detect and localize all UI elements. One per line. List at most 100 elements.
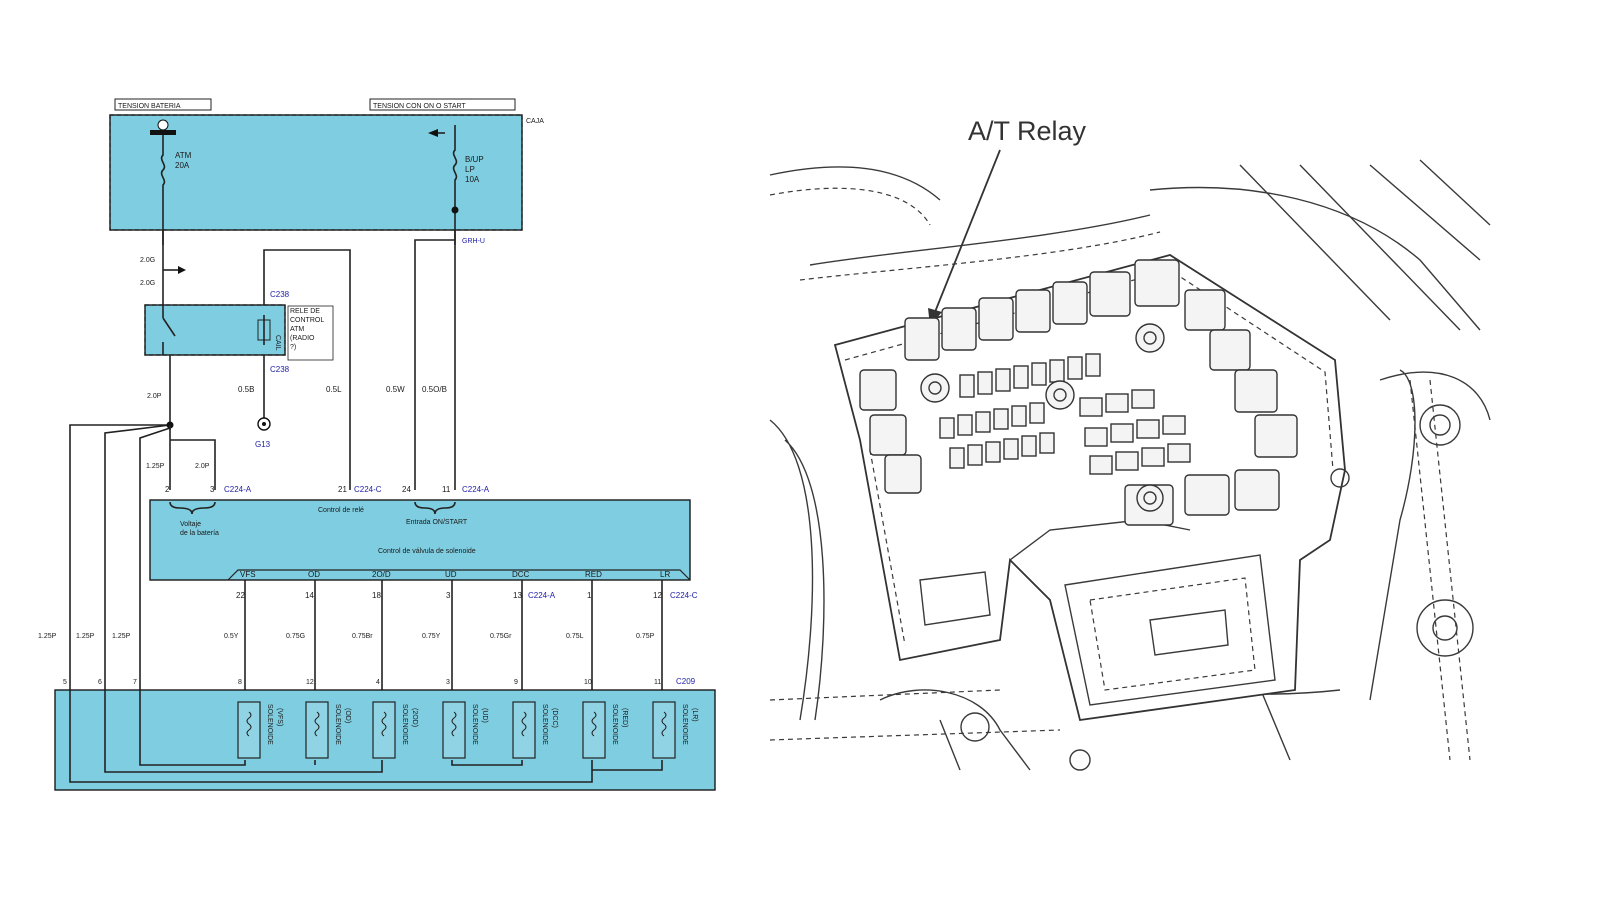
- wire-bottom-9: 0.75L: [566, 633, 584, 640]
- bay-line-7: [1409, 379, 1471, 761]
- fuse-26: [1136, 419, 1160, 439]
- battery-branch-arrow: [178, 266, 186, 274]
- bay-bolt-2: [1419, 404, 1461, 446]
- on-start-brace: [414, 501, 456, 515]
- relay-14: [884, 454, 922, 494]
- wire-mid-5: 0.5O/B: [422, 385, 447, 394]
- pcm-out-conn-a: C224-A: [528, 591, 556, 600]
- fuse-21: [1003, 438, 1019, 460]
- pcm-outputs: VFS OD 2O/D UD DCC RED LR: [240, 570, 670, 579]
- fuse-11: [975, 411, 991, 433]
- solenoid-vfs-code: (VFS): [276, 708, 283, 726]
- fuse-14: [1029, 402, 1045, 424]
- pcm-output-vfs: VFS: [240, 570, 256, 579]
- wire-top-3: GRH-U: [462, 238, 485, 245]
- fuse-2: [977, 371, 993, 395]
- return-bus-1: [69, 690, 593, 783]
- relay-6: [1089, 271, 1131, 317]
- ignition-arrow: [428, 129, 438, 137]
- relay-connector: C238: [270, 290, 290, 299]
- relay-outline: [144, 304, 286, 356]
- solenoid-coil-symbols: [246, 711, 667, 737]
- battery-bus-wire-2: [104, 424, 171, 690]
- wire-bottom-8: 0.75Gr: [490, 633, 512, 640]
- relay-3: [978, 297, 1014, 341]
- battery-terminal: [150, 130, 176, 135]
- wire-mid-4: 0.5W: [386, 385, 405, 394]
- at-relay: [904, 317, 940, 361]
- bay-line-1: [769, 166, 941, 201]
- relay-coil-label: CAIL: [274, 335, 281, 351]
- pcm-pin-bottom-5: 13: [513, 591, 522, 600]
- battery-bus-wire-3: [139, 427, 171, 690]
- relay-13: [869, 414, 907, 456]
- fuse-10: [957, 414, 973, 436]
- terminal-bolt: [1330, 468, 1350, 488]
- ignition-on-start-wire-b: [414, 239, 455, 490]
- battery-label-box: [114, 98, 212, 111]
- pcm-pin-bottom-6: 1: [587, 591, 592, 600]
- solenoid-2od-code: (2OD): [411, 708, 418, 727]
- fuse-12: [993, 408, 1009, 430]
- socket-4-inner: [1143, 491, 1157, 505]
- pcm-output-bracket: [227, 569, 691, 581]
- pcm-right-conn: C224-A: [462, 485, 490, 494]
- vb-pin-6: 4: [376, 679, 380, 686]
- pcm-pin-bottom-1: 22: [236, 591, 245, 600]
- bay-line-11: [879, 689, 1031, 771]
- solenoid-dcc-code: (DCC): [551, 708, 558, 728]
- socket-4: [1136, 484, 1164, 512]
- valve-body-pins: 5 6 7 8 12 4 3 9 10 11: [63, 679, 661, 686]
- solenoid-dcc-name: SOLENOIDE: [541, 704, 548, 745]
- fusebox-clip: [919, 571, 991, 626]
- ignition-label-box: [369, 98, 516, 111]
- pcm-batt-wire-2: [170, 439, 216, 490]
- wire-bottom-1: 1.25P: [38, 633, 57, 640]
- socket-1: [920, 373, 950, 403]
- solenoid-lr-name: SOLENOIDE: [681, 704, 688, 745]
- pcm-pin-left-3: 21: [338, 485, 347, 494]
- bup-splice: [451, 206, 459, 214]
- relay-15: [1184, 474, 1230, 516]
- return-bus-links: [314, 760, 663, 771]
- pcm-output-dcc: DCC: [512, 570, 530, 579]
- fuse-30: [1141, 447, 1165, 467]
- solenoid-ud-code: (UD): [481, 708, 488, 723]
- pcm-output-red: RED: [585, 570, 602, 579]
- fuse-27: [1162, 415, 1186, 435]
- socket-3: [1135, 323, 1165, 353]
- fuse-atm-rating: 20A: [175, 161, 190, 170]
- wire-mid-2: 0.5B: [238, 385, 254, 394]
- solenoid-feed-wires: [244, 580, 663, 690]
- wire-mid-7: 2.0P: [195, 463, 210, 470]
- bay-bolt-1-inner: [1432, 615, 1458, 641]
- bottom-wire-labels: 1.25P 1.25P 1.25P 0.5Y 0.75G 0.75Br 0.75…: [38, 633, 655, 640]
- fuse-18: [949, 447, 965, 469]
- vb-pin-8: 9: [514, 679, 518, 686]
- solenoid-2od-name: SOLENOIDE: [401, 704, 408, 745]
- relay-control-wire: [263, 249, 351, 490]
- vb-pin-10: 11: [654, 679, 661, 686]
- relay-2: [941, 307, 977, 351]
- vb-pin-5: 12: [306, 679, 314, 686]
- bay-bolt-1: [1416, 599, 1474, 657]
- relay-9: [1209, 329, 1251, 371]
- wiring-diagram: TENSION BATERIA TENSION CON ON O START C…: [38, 98, 716, 791]
- fuse-22: [1021, 435, 1037, 457]
- solenoid-od-code: (OD): [344, 708, 351, 723]
- fuse-13: [1011, 405, 1027, 427]
- pcm-pin-left-2: 3: [210, 485, 215, 494]
- fuse-bup-sub: LP: [465, 165, 475, 174]
- fuse-20: [985, 441, 1001, 463]
- battery-label: TENSION BATERIA: [118, 103, 181, 110]
- bay-line-5: [1149, 186, 1481, 331]
- bay-line-4: [799, 231, 1161, 281]
- wire-mid-1: 2.0P: [147, 393, 162, 400]
- pcm-on-start-label: Entrada ON/START: [406, 519, 468, 526]
- pcm-module: [149, 499, 691, 581]
- vb-pin-9: 10: [584, 679, 592, 686]
- fuse-atm-name: ATM: [175, 151, 192, 160]
- fuse-28: [1089, 455, 1113, 475]
